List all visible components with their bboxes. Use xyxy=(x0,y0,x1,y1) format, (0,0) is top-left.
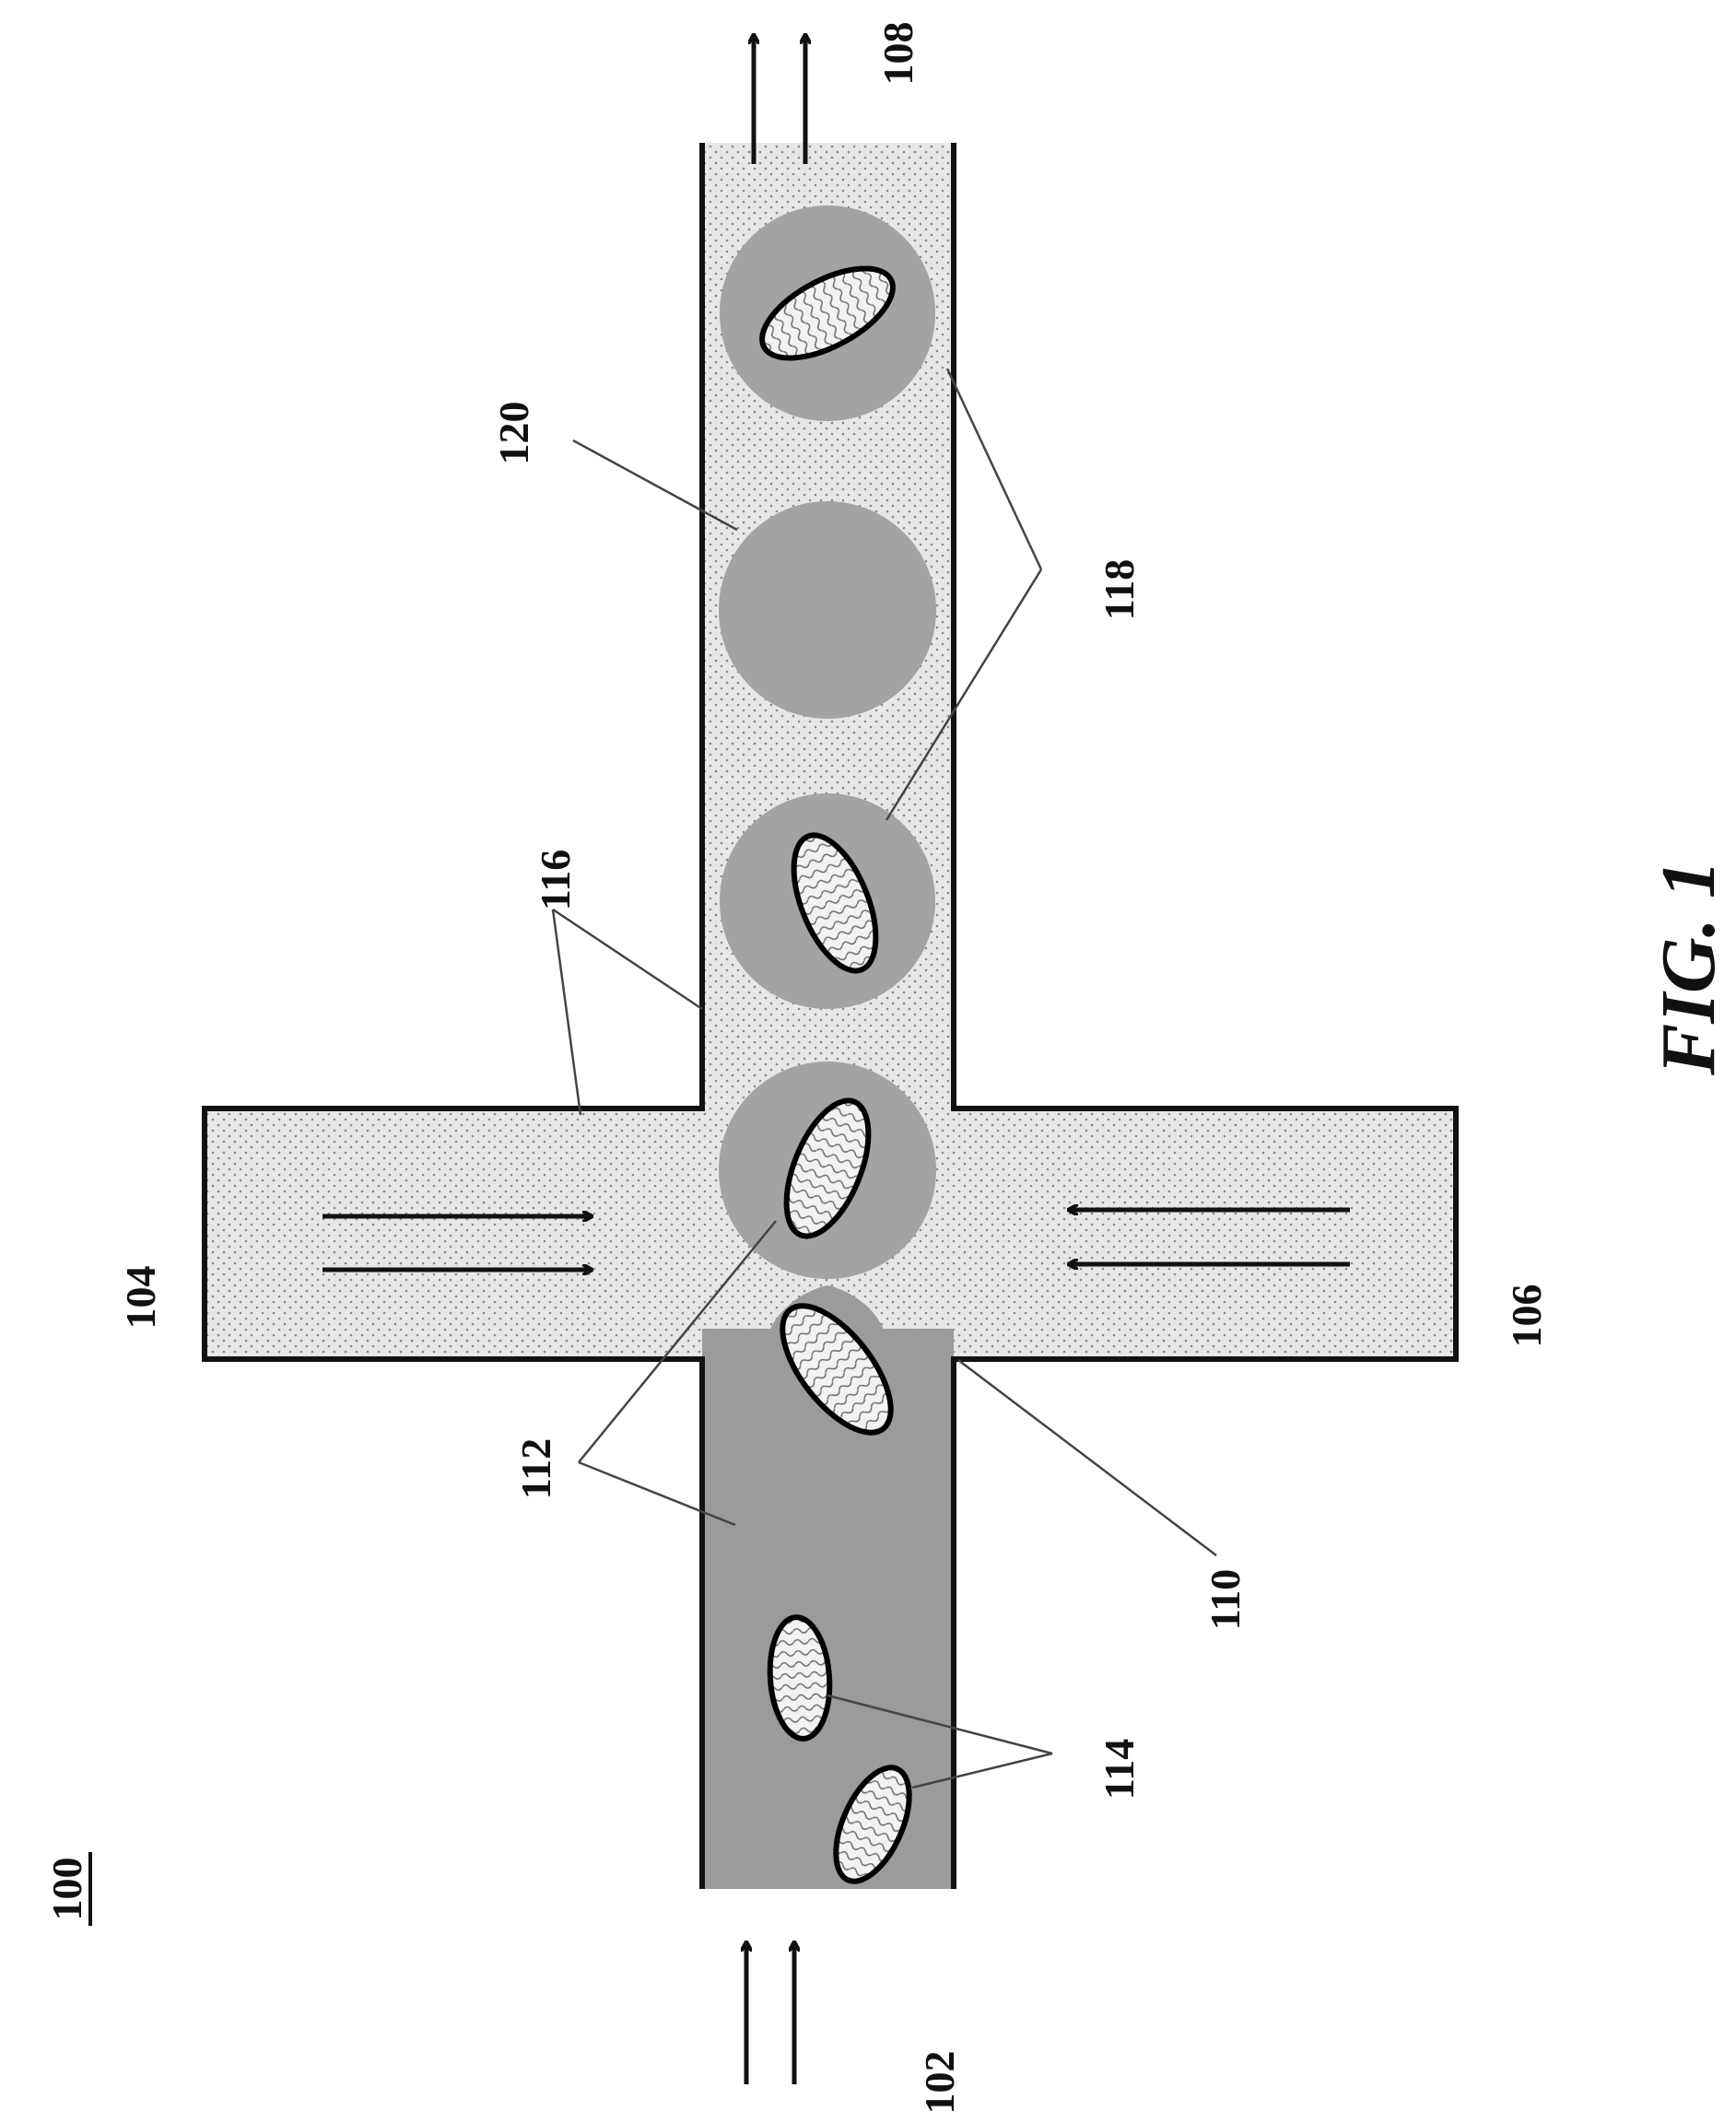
leader-116-main xyxy=(553,909,702,1009)
label-120: 120 xyxy=(490,402,537,465)
label-112: 112 xyxy=(512,1438,559,1499)
lower-side-channel xyxy=(954,1108,1456,1359)
label-106: 106 xyxy=(1503,1284,1550,1348)
upper-side-channel xyxy=(205,1108,702,1359)
label-102: 102 xyxy=(916,2051,963,2115)
label-116: 116 xyxy=(532,850,579,910)
label-108: 108 xyxy=(874,22,921,86)
label-114: 114 xyxy=(1096,1739,1143,1800)
label-110: 110 xyxy=(1202,1569,1249,1630)
label-104: 104 xyxy=(117,1266,164,1330)
label-100: 100 xyxy=(43,1858,90,1921)
label-118: 118 xyxy=(1096,559,1143,620)
leader-116-side xyxy=(553,909,581,1115)
figure-caption: FIG. 1 xyxy=(1646,860,1731,1075)
leader-118-top xyxy=(947,369,1041,569)
empty-droplet xyxy=(719,501,936,719)
leader-110 xyxy=(958,1360,1216,1555)
channel-wall-upper xyxy=(205,143,702,1889)
